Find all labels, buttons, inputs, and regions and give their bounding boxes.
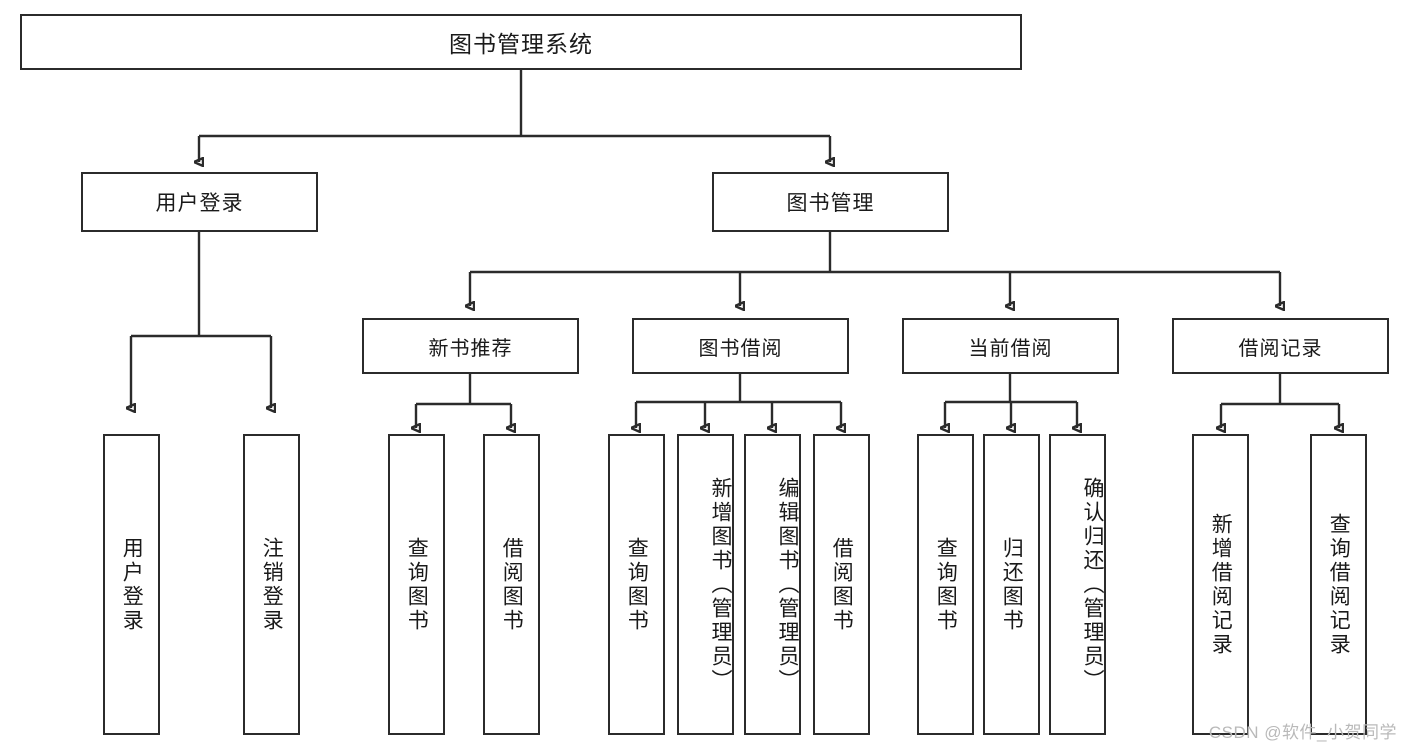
leaf-user-login[interactable]: 用户登录 [103, 434, 160, 735]
leaf-confirm-return-admin[interactable]: 确认归还（管理员） [1049, 434, 1106, 735]
node-user-login-label: 用户登录 [155, 192, 244, 215]
leaf-query-borrow-record-label: 查询借阅记录 [1327, 512, 1351, 657]
leaf-user-login-label: 用户登录 [120, 536, 144, 633]
node-current-borrow-label: 当前借阅 [968, 337, 1053, 360]
leaf-borrow-book-1-label: 借阅图书 [500, 536, 524, 633]
csdn-watermark: CSDN @软件_小贺同学 [1208, 723, 1397, 742]
leaf-add-book-admin-label: 新增图书（管理员） [709, 476, 732, 693]
leaf-query-book-2[interactable]: 查询图书 [608, 434, 665, 735]
leaf-add-book-admin[interactable]: 新增图书（管理员） [677, 434, 734, 735]
leaf-logout-label: 注销登录 [260, 536, 284, 633]
leaf-borrow-book-1[interactable]: 借阅图书 [483, 434, 540, 735]
node-new-book-recommend[interactable]: 新书推荐 [362, 318, 579, 374]
leaf-query-book-1-label: 查询图书 [405, 536, 429, 633]
node-root[interactable]: 图书管理系统 [20, 14, 1022, 70]
node-book-management-label: 图书管理 [786, 192, 875, 215]
leaf-query-borrow-record[interactable]: 查询借阅记录 [1310, 434, 1367, 735]
leaf-return-book-label: 归还图书 [1000, 536, 1024, 633]
node-borrow-record-label: 借阅记录 [1238, 337, 1323, 360]
node-book-borrow-label: 图书借阅 [698, 337, 783, 360]
leaf-edit-book-admin-label: 编辑图书（管理员） [776, 476, 799, 693]
leaf-confirm-return-admin-label: 确认归还（管理员） [1081, 476, 1104, 693]
leaf-query-book-2-label: 查询图书 [625, 536, 649, 633]
leaf-query-book-1[interactable]: 查询图书 [388, 434, 445, 735]
node-book-borrow[interactable]: 图书借阅 [632, 318, 849, 374]
leaf-logout[interactable]: 注销登录 [243, 434, 300, 735]
leaf-query-book-3-label: 查询图书 [934, 536, 958, 633]
leaf-add-borrow-record-label: 新增借阅记录 [1209, 512, 1233, 657]
node-current-borrow[interactable]: 当前借阅 [902, 318, 1119, 374]
leaf-borrow-book-2[interactable]: 借阅图书 [813, 434, 870, 735]
node-root-label: 图书管理系统 [449, 31, 593, 57]
leaf-query-book-3[interactable]: 查询图书 [917, 434, 974, 735]
node-borrow-record[interactable]: 借阅记录 [1172, 318, 1389, 374]
node-user-login[interactable]: 用户登录 [81, 172, 318, 232]
leaf-add-borrow-record[interactable]: 新增借阅记录 [1192, 434, 1249, 735]
node-book-management[interactable]: 图书管理 [712, 172, 949, 232]
leaf-borrow-book-2-label: 借阅图书 [830, 536, 854, 633]
leaf-edit-book-admin[interactable]: 编辑图书（管理员） [744, 434, 801, 735]
leaf-return-book[interactable]: 归还图书 [983, 434, 1040, 735]
node-new-book-recommend-label: 新书推荐 [428, 337, 513, 360]
